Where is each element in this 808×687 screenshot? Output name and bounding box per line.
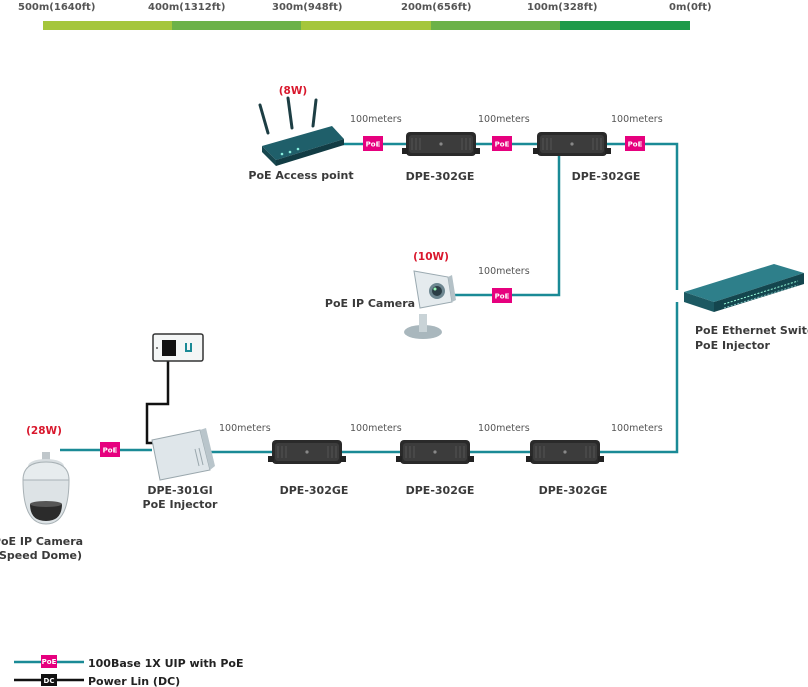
svg-text:PoE: PoE (495, 141, 510, 149)
ip-camera-label: PoE IP Camera (325, 297, 415, 310)
injector-label-line2: PoE Injector (143, 498, 218, 511)
scale-segment-500-400 (43, 21, 172, 30)
extender-bottom-2-label: DPE-302GE (406, 484, 475, 497)
scale-label-100m: 100m(328ft) (527, 2, 597, 13)
legend-poe-text: 100Base 1X UIP with PoE (88, 657, 243, 670)
access-point-power: (8W) (279, 85, 308, 97)
extender-top-1-label: DPE-302GE (406, 170, 475, 183)
cable-ext2-to-switch (604, 142, 679, 290)
poe-tag: PoE (100, 442, 120, 457)
ip-camera-power: (10W) (413, 251, 449, 263)
svg-text:PoE: PoE (103, 447, 118, 455)
scale-segment-100-0 (560, 21, 690, 30)
poe-tag: PoE (363, 136, 383, 151)
injector-label-line1: DPE-301GI (147, 484, 212, 497)
scale-label-200m: 200m(656ft) (401, 2, 471, 13)
legend: PoE 100Base 1X UIP with PoE DC Power Lin… (14, 655, 243, 687)
cable-ext2-to-camera (452, 156, 561, 297)
extender-bottom-1-label: DPE-302GE (280, 484, 349, 497)
speed-dome-label-line2: (Speed Dome) (0, 549, 82, 562)
cable-switch-to-ext-bot3 (598, 302, 679, 454)
poe-tag: PoE (492, 136, 512, 151)
speed-dome-camera-icon (22, 452, 70, 525)
scale-segment-200-100 (431, 21, 560, 30)
access-point-label: PoE Access point (248, 169, 353, 182)
poe-injector-icon (151, 428, 215, 481)
distance-label: 100meters (611, 423, 663, 434)
power-outlet-icon (152, 333, 204, 362)
poe-switch-icon (684, 264, 804, 312)
scale-label-0m: 0m(0ft) (669, 2, 712, 13)
speed-dome-power: (28W) (26, 425, 62, 437)
dc-power-line (145, 354, 170, 445)
extender-bottom-2-icon (395, 439, 475, 465)
extender-bottom-3-label: DPE-302GE (539, 484, 608, 497)
legend-poe-tag: PoE (42, 658, 57, 666)
extender-top-2-label: DPE-302GE (572, 170, 641, 183)
distance-label: 100meters (478, 423, 530, 434)
svg-text:PoE: PoE (628, 141, 643, 149)
distance-label: 100meters (350, 114, 402, 125)
extender-top-1-icon (401, 131, 481, 157)
scale-segment-300-200 (301, 21, 431, 30)
scale-segment-400-300 (172, 21, 301, 30)
distance-label: 100meters (478, 114, 530, 125)
switch-label-line2: PoE Injector (695, 339, 770, 352)
scale-label-300m: 300m(948ft) (272, 2, 342, 13)
distance-label: 100meters (611, 114, 663, 125)
distance-label: 100meters (350, 423, 402, 434)
svg-text:PoE: PoE (495, 293, 510, 301)
distance-scale: 500m(1640ft) 400m(1312ft) 300m(948ft) 20… (18, 2, 712, 30)
access-point-icon (258, 96, 344, 166)
extender-bottom-3-icon (525, 439, 605, 465)
speed-dome-label-line1: PoE IP Camera (0, 535, 83, 548)
svg-text:PoE: PoE (366, 141, 381, 149)
distance-label: 100meters (478, 266, 530, 277)
scale-label-400m: 400m(1312ft) (148, 2, 225, 13)
legend-dc-text: Power Lin (DC) (88, 675, 180, 687)
poe-tag: PoE (625, 136, 645, 151)
poe-tag: PoE (492, 288, 512, 303)
legend-dc-tag: DC (44, 677, 55, 685)
switch-label-line1: PoE Ethernet Switch/ (695, 324, 808, 337)
scale-label-500m: 500m(1640ft) (18, 2, 95, 13)
extender-bottom-1-icon (267, 439, 347, 465)
extender-top-2-icon (532, 131, 612, 157)
ip-camera-icon (404, 270, 456, 339)
distance-label: 100meters (219, 423, 271, 434)
